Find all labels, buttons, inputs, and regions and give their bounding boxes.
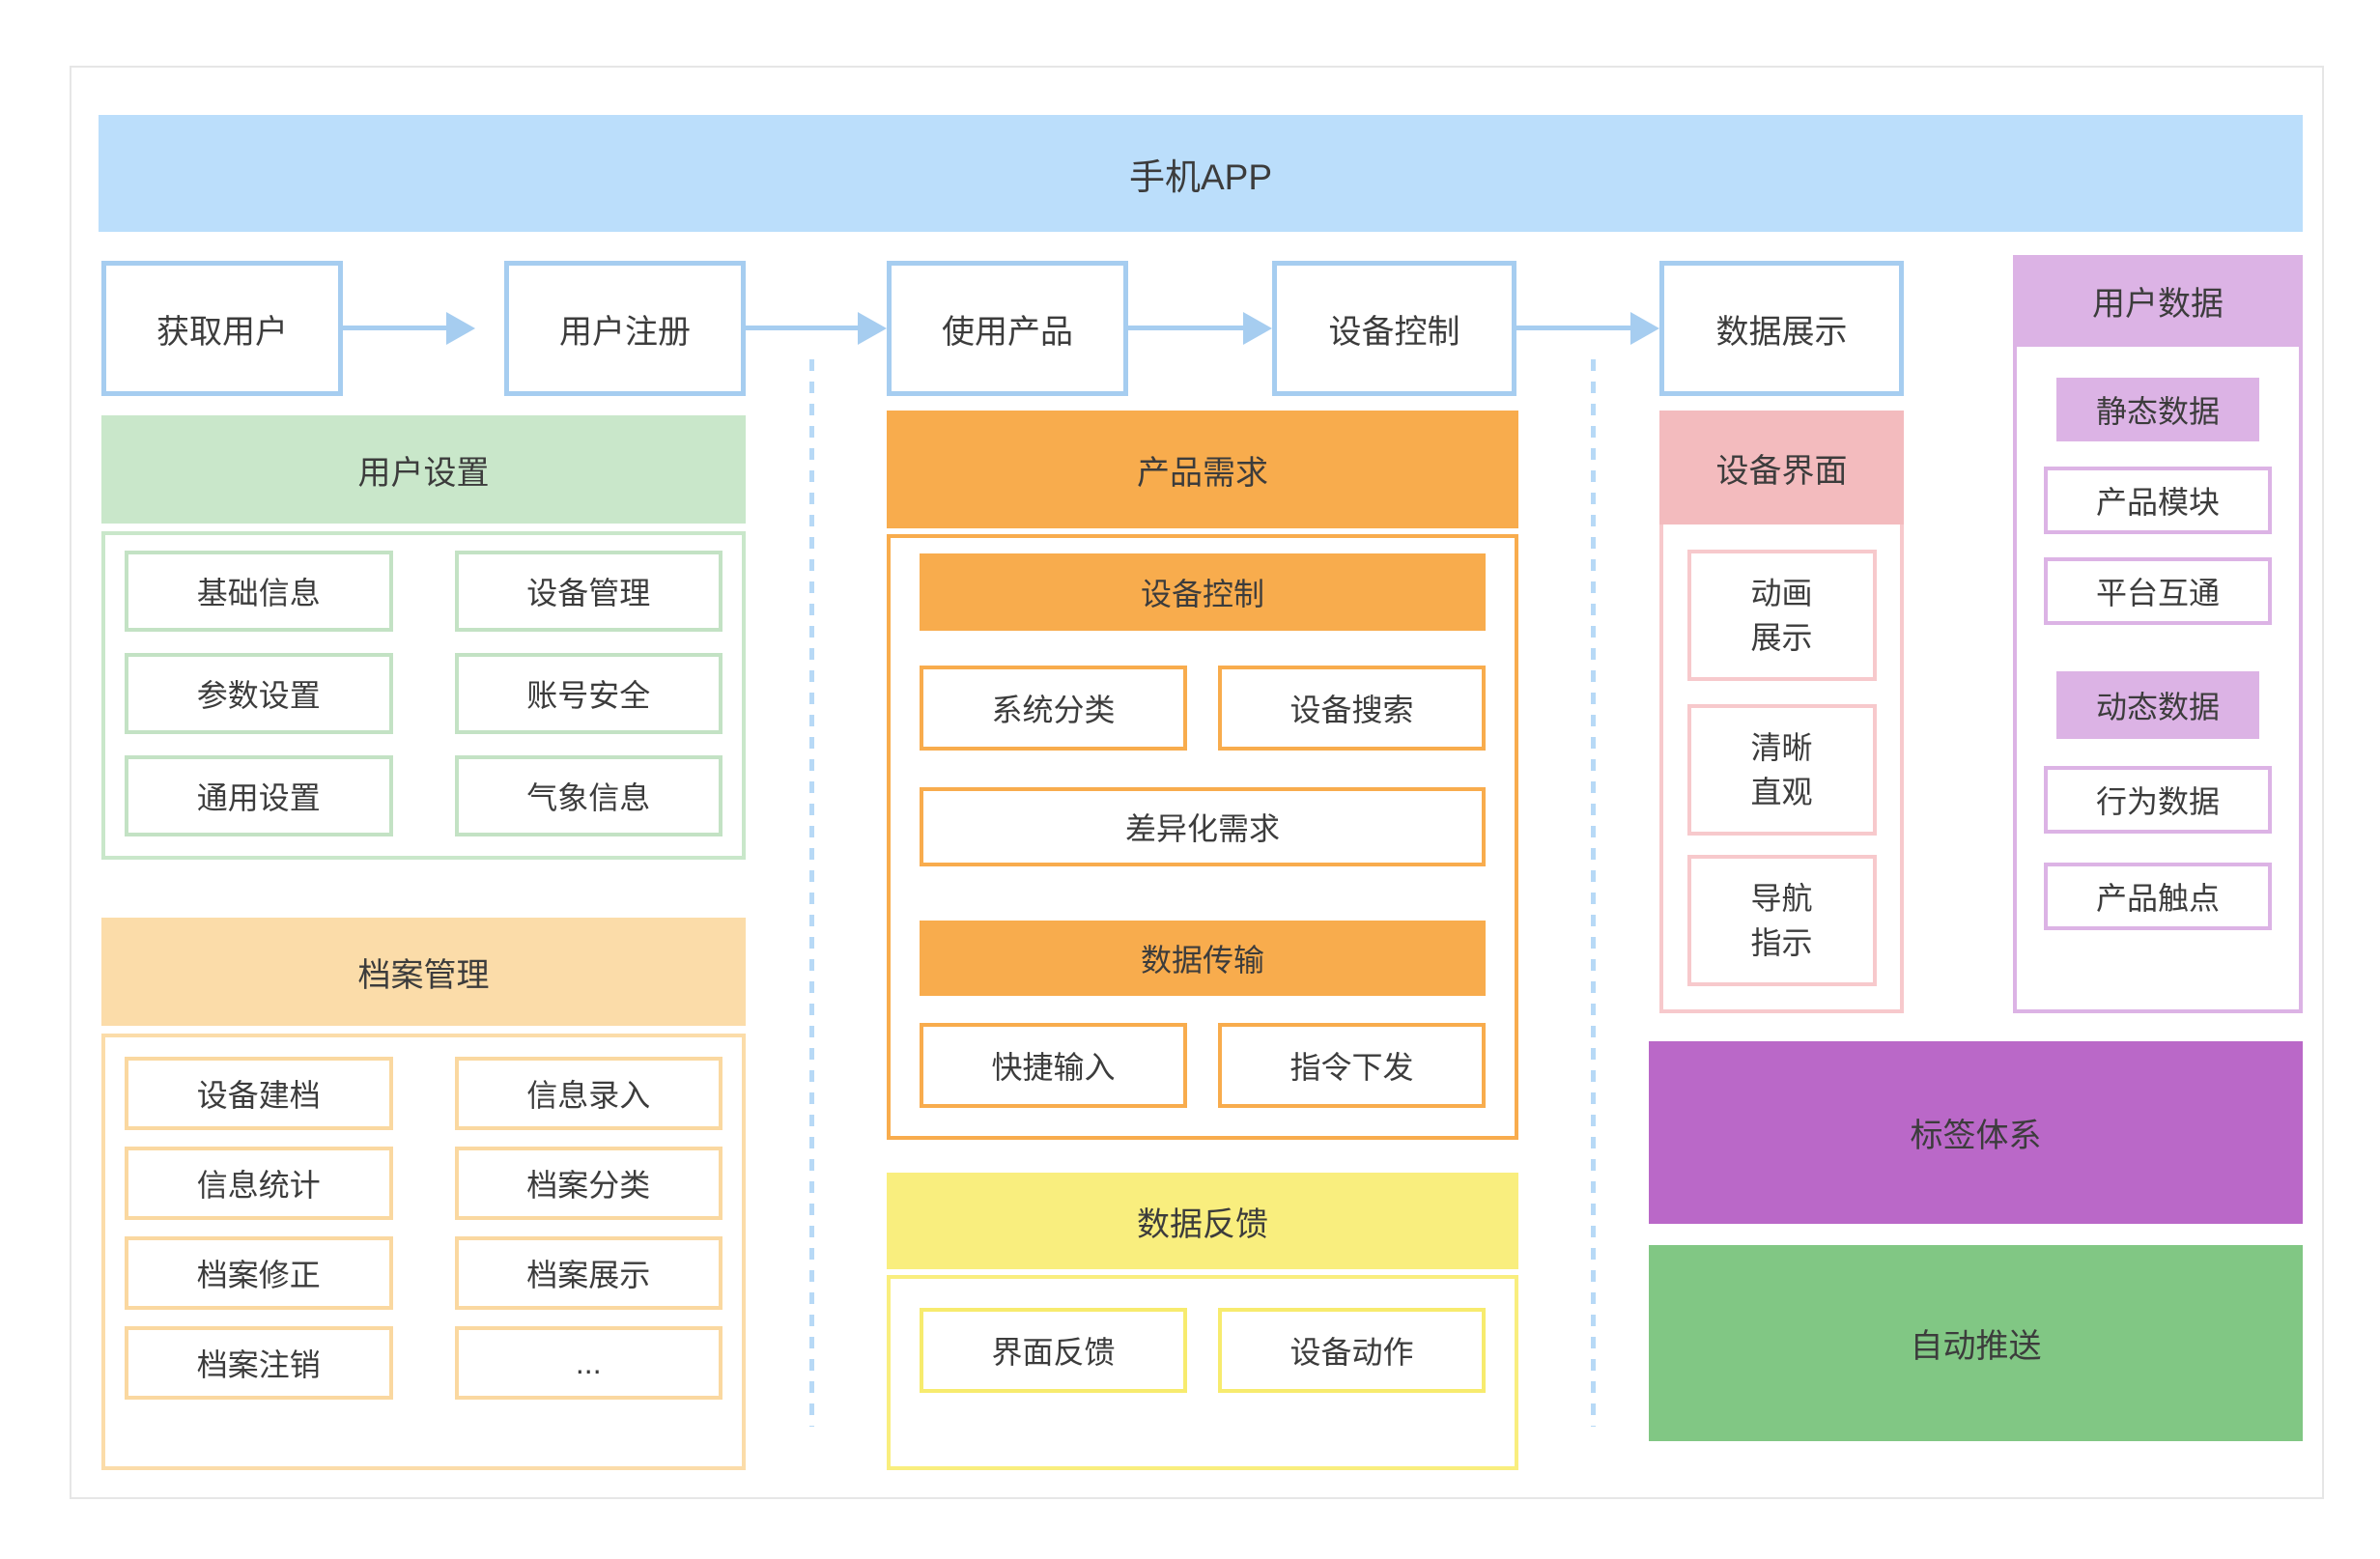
flow-step-label: 设备控制: [1328, 313, 1460, 351]
app-banner-label: 手机APP: [1128, 156, 1273, 197]
diagram-box: 基础信息: [125, 551, 393, 632]
flow-step-label: 用户注册: [559, 313, 691, 351]
group-header-dynamic-data: 动态数据: [2056, 671, 2259, 739]
diagram-box: 通用设置: [125, 755, 393, 836]
diagram-box: 参数设置: [125, 653, 393, 734]
section-title: 数据反馈: [887, 1173, 1518, 1269]
flow-step-acquire-user: 获取用户: [101, 261, 343, 396]
diagram-box: 平台互通: [2044, 557, 2272, 625]
block-label: 自动推送: [1910, 1328, 2042, 1365]
diagram-box: 设备搜索: [1218, 666, 1486, 751]
block-auto-push: 自动推送: [1649, 1245, 2303, 1441]
diagram-box: 档案注销: [125, 1326, 393, 1400]
flow-step-user-register: 用户注册: [504, 261, 746, 396]
block-tag-system: 标签体系: [1649, 1041, 2303, 1224]
diagram-box: 界面反馈: [920, 1308, 1187, 1393]
diagram-box: 信息统计: [125, 1147, 393, 1220]
diagram-box: 系统分类: [920, 666, 1187, 751]
diagram-card: 手机APP 获取用户 用户注册 使用产品 设备控制 数据展示 用户设置 基础信息: [70, 66, 2324, 1499]
section-product-requirements: 产品需求 设备控制 系统分类 设备搜索 差异化需求 数据传输 快捷输入 指令下发: [887, 411, 1518, 1140]
diagram-box: 档案分类: [454, 1147, 722, 1220]
diagram-box: 快捷输入: [920, 1023, 1187, 1108]
arrow-right-icon: [1516, 326, 1630, 330]
section-body: 界面反馈 设备动作: [887, 1275, 1518, 1470]
diagram-box-wide: 差异化需求: [920, 787, 1486, 866]
section-user-settings: 用户设置 基础信息 设备管理 参数设置 账号安全 通用设置 气象信息: [101, 415, 746, 860]
diagram-box: 产品模块: [2044, 467, 2272, 534]
section-body: 设备建档 信息录入 信息统计 档案分类 档案修正 档案展示 档案注销 ...: [101, 1034, 746, 1470]
dotted-divider: [809, 359, 814, 1427]
diagram-box: 导航 指示: [1686, 855, 1877, 986]
flow-step-use-product: 使用产品: [887, 261, 1128, 396]
flow-step-label: 使用产品: [942, 313, 1073, 351]
diagram-box: 账号安全: [454, 653, 722, 734]
box-row: 快捷输入 指令下发: [920, 1023, 1486, 1108]
section-archive-management: 档案管理 设备建档 信息录入 信息统计 档案分类 档案修正 档案展示 档案注销 …: [101, 918, 746, 1470]
diagram-box-label: 动画 展示: [1750, 575, 1813, 655]
dotted-divider: [1591, 359, 1596, 1427]
section-title: 用户设置: [101, 415, 746, 524]
section-body: 基础信息 设备管理 参数设置 账号安全 通用设置 气象信息: [101, 531, 746, 860]
section-body: 静态数据 产品模块 平台互通 动态数据 行为数据 产品触点: [2013, 347, 2303, 1013]
diagram-box: 指令下发: [1218, 1023, 1486, 1108]
diagram-box-label: 导航 指示: [1750, 880, 1813, 960]
section-data-feedback: 数据反馈 界面反馈 设备动作: [887, 1173, 1518, 1470]
subsection-title-device-control: 设备控制: [920, 553, 1486, 631]
diagram-box-ellipsis: ...: [454, 1326, 722, 1400]
diagram-box: 信息录入: [454, 1057, 722, 1130]
box-row: 系统分类 设备搜索: [920, 666, 1486, 751]
section-device-interface: 设备界面 动画 展示 清晰 直观 导航 指示: [1659, 411, 1904, 1013]
diagram-box: 清晰 直观: [1686, 704, 1877, 836]
section-title: 档案管理: [101, 918, 746, 1026]
app-banner: 手机APP: [99, 115, 2303, 232]
diagram-box: 行为数据: [2044, 766, 2272, 834]
section-title: 设备界面: [1659, 411, 1904, 524]
group-header-static-data: 静态数据: [2056, 378, 2259, 441]
diagram-box-label: 清晰 直观: [1750, 729, 1813, 809]
flow-step-data-display: 数据展示: [1659, 261, 1904, 396]
diagram-box: 设备管理: [454, 551, 722, 632]
diagram-box: 档案修正: [125, 1236, 393, 1310]
block-label: 标签体系: [1910, 1118, 2042, 1154]
flow-step-label: 数据展示: [1715, 313, 1848, 351]
section-user-data: 用户数据 静态数据 产品模块 平台互通 动态数据 行为数据 产品触点: [2013, 255, 2303, 1013]
section-title: 用户数据: [2013, 255, 2303, 347]
diagram-box: 档案展示: [454, 1236, 722, 1310]
box-row: 界面反馈 设备动作: [920, 1308, 1486, 1393]
diagram-box: 设备建档: [125, 1057, 393, 1130]
flow-step-device-control: 设备控制: [1272, 261, 1516, 396]
diagram-box: 气象信息: [454, 755, 722, 836]
arrow-right-icon: [343, 326, 446, 330]
flow-step-label: 获取用户: [156, 313, 288, 351]
arrow-right-icon: [1128, 326, 1243, 330]
arrow-right-icon: [746, 326, 858, 330]
subsection-title-data-transfer: 数据传输: [920, 921, 1486, 996]
diagram-box: 动画 展示: [1686, 550, 1877, 681]
section-body: 设备控制 系统分类 设备搜索 差异化需求 数据传输 快捷输入 指令下发: [887, 534, 1518, 1140]
diagram-box: 设备动作: [1218, 1308, 1486, 1393]
section-title: 产品需求: [887, 411, 1518, 528]
diagram-box: 产品触点: [2044, 863, 2272, 930]
section-body: 动画 展示 清晰 直观 导航 指示: [1659, 524, 1904, 1013]
